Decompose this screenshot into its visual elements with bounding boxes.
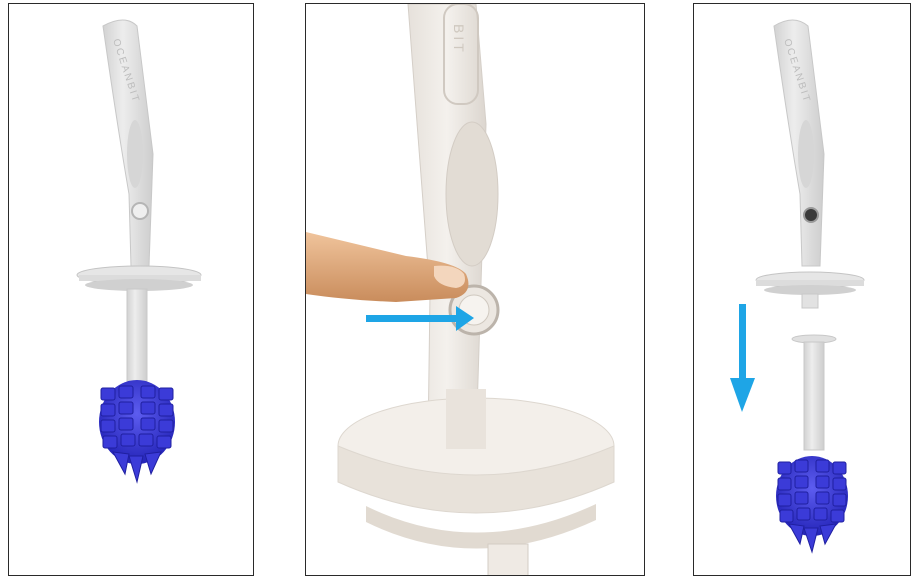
brush-released-illustration: OCEANBIT [694, 4, 911, 576]
handle-grip-recess [446, 122, 498, 266]
brush-head [99, 380, 175, 482]
handle-grip-recess [127, 120, 143, 188]
stem [488, 544, 528, 576]
panel-brush-head-released: OCEANBIT [693, 3, 911, 576]
down-arrow-icon [730, 304, 755, 412]
brush-head [776, 456, 848, 552]
handle-grip-recess [798, 120, 814, 188]
handle-text: BIT [451, 24, 467, 55]
release-button [804, 208, 818, 222]
right-arrow-icon [366, 306, 474, 331]
brush-assembled-illustration: OCEANBIT [9, 4, 254, 576]
panel-brush-assembled: OCEANBIT [8, 3, 254, 576]
panel-press-release-button: BIT [305, 3, 645, 576]
press-release-illustration: BIT [306, 4, 645, 576]
stem [804, 342, 824, 450]
release-button [132, 203, 148, 219]
